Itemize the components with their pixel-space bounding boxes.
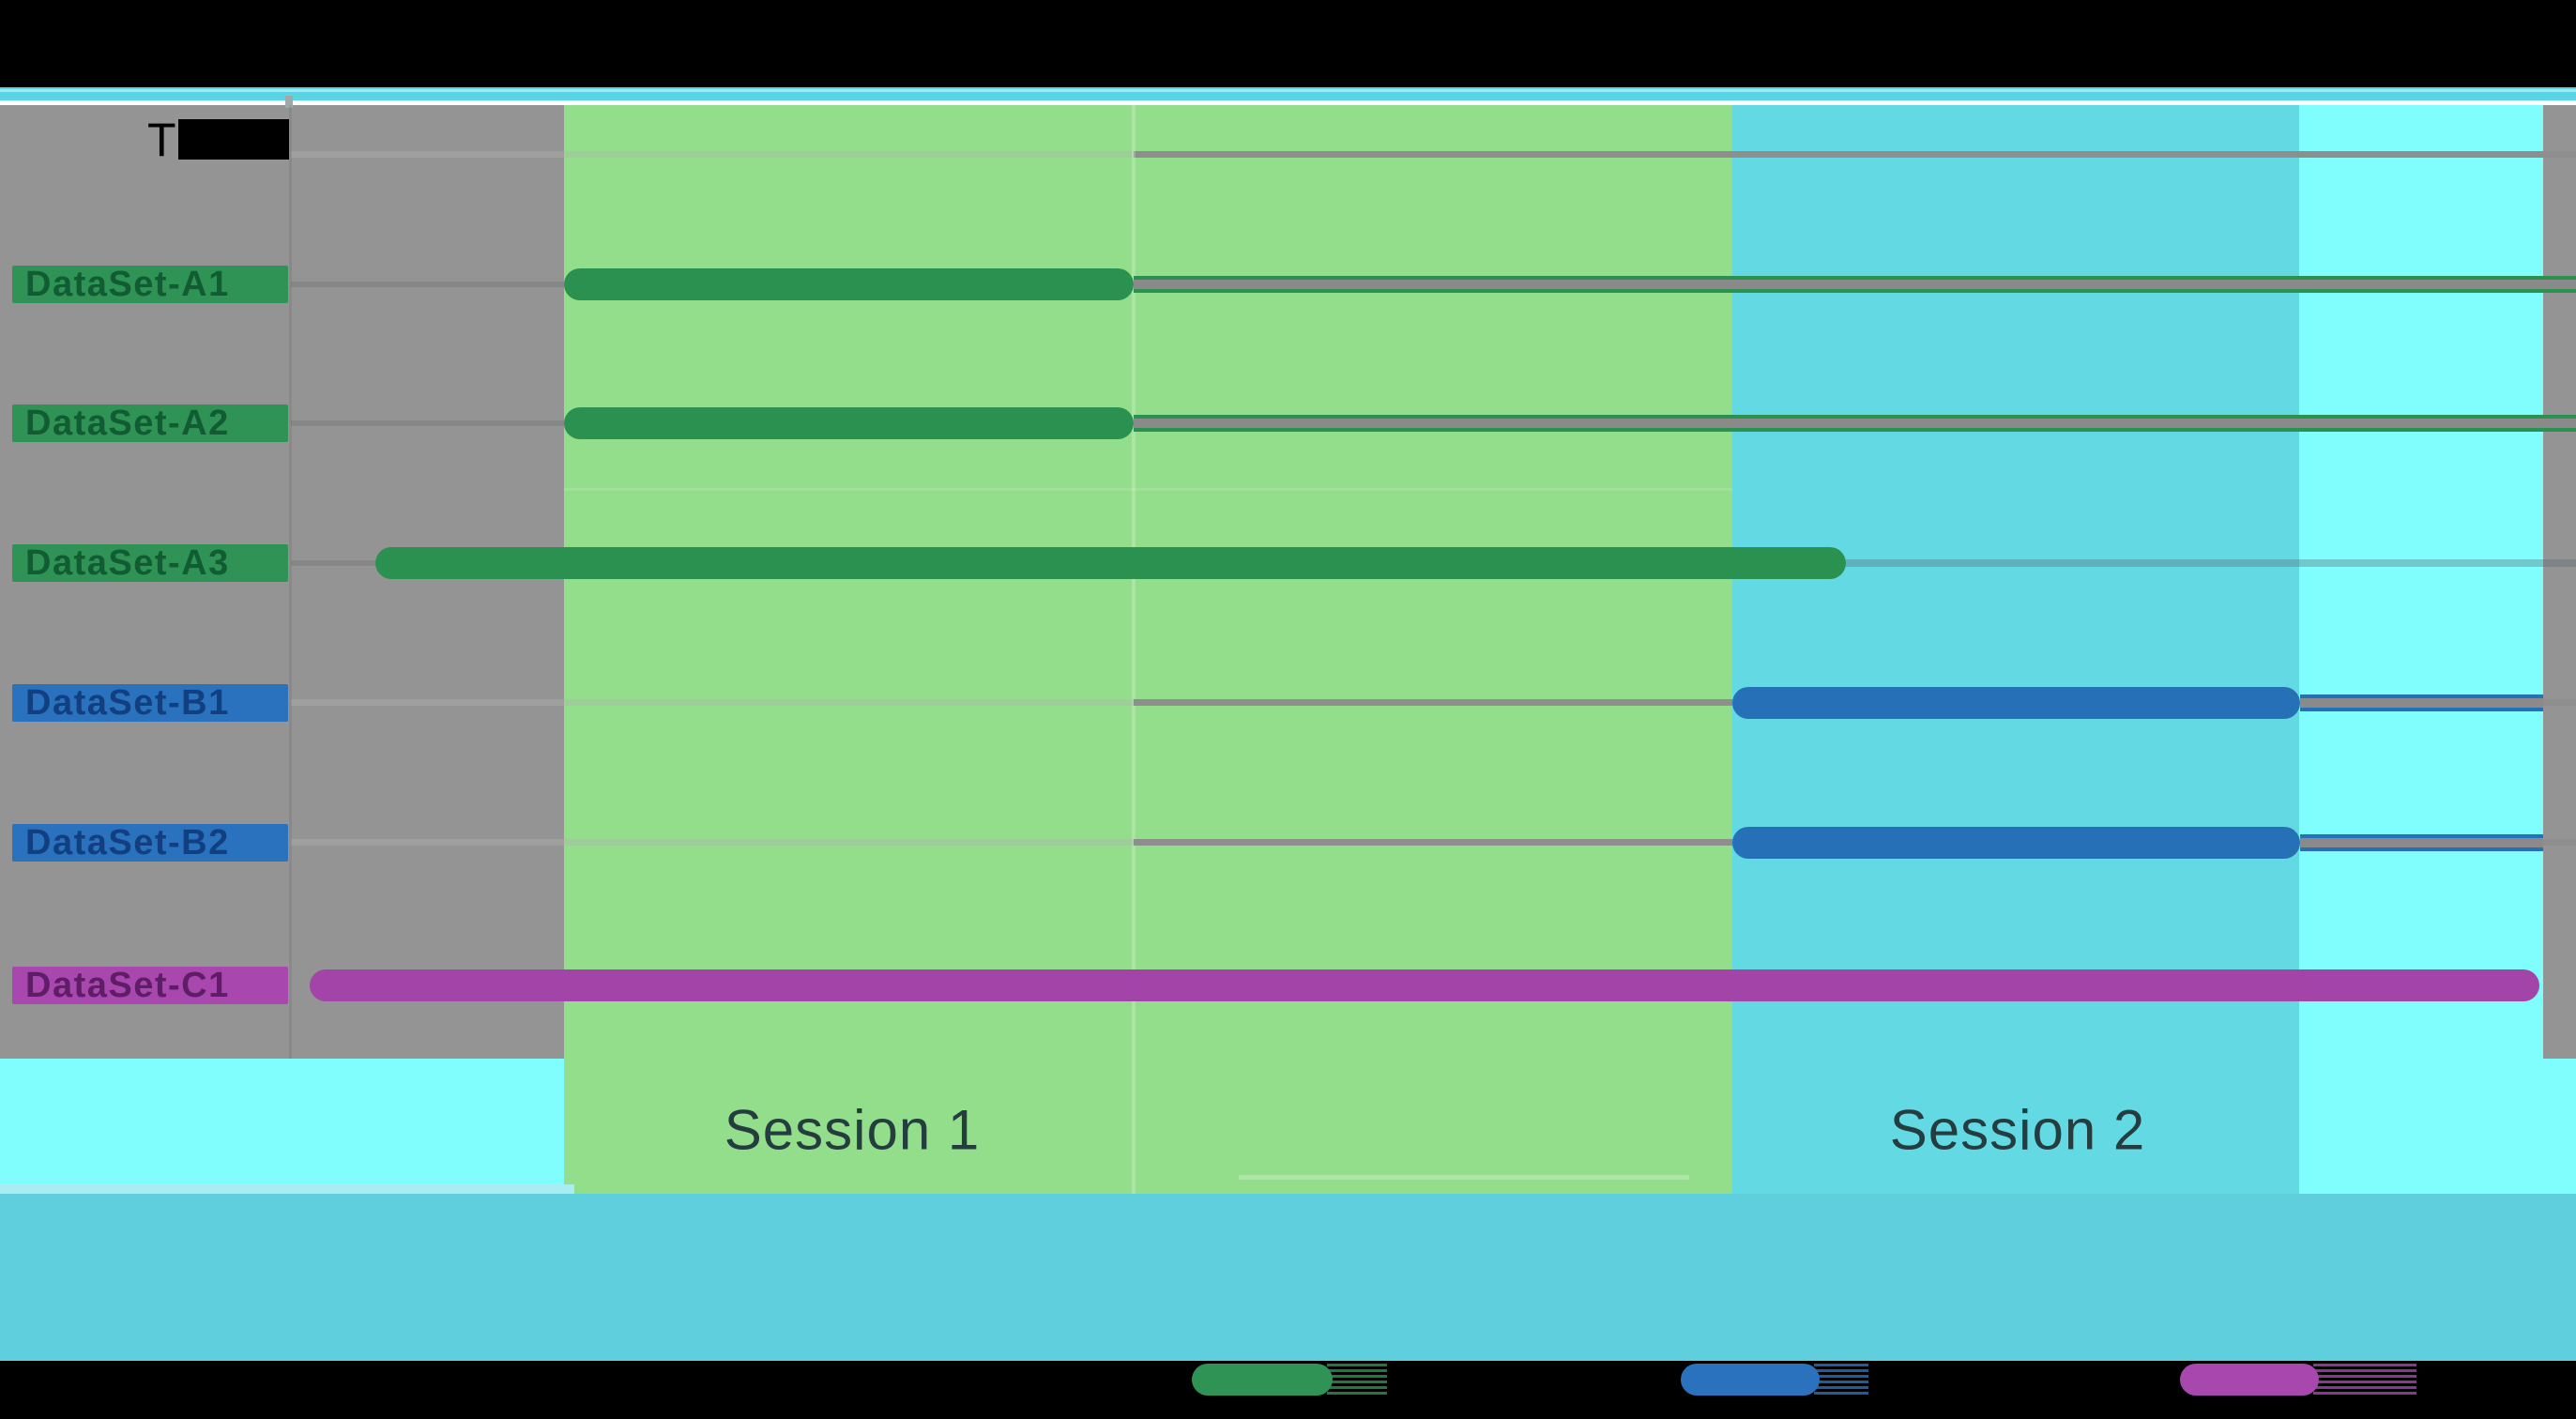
row-line-segment <box>291 420 564 426</box>
chart-title-text: T <box>147 114 176 166</box>
task-chip-label: DataSet-A1 <box>25 264 230 304</box>
bottom-cyan-band <box>0 1194 2576 1361</box>
chart-title-redaction-box <box>178 119 289 160</box>
row-line-segment <box>2543 839 2576 846</box>
legend-swatch[interactable] <box>1681 1364 1820 1396</box>
row-line-segment <box>291 699 1134 706</box>
task-chip-label: DataSet-B1 <box>25 682 230 723</box>
task-chip[interactable]: DataSet-B1 <box>12 682 288 723</box>
top-white-line <box>0 100 2576 105</box>
legend-swatch[interactable] <box>2180 1364 2319 1396</box>
task-chip[interactable]: DataSet-C1 <box>12 965 288 1005</box>
task-bar[interactable] <box>1732 827 2300 859</box>
session-label: Session 1 <box>724 1098 981 1162</box>
task-chip-label: DataSet-A2 <box>25 403 230 443</box>
after-session-band <box>2299 105 2543 1184</box>
task-chip[interactable]: DataSet-B2 <box>12 822 288 862</box>
vertical-gridline <box>1132 105 1136 1195</box>
task-chip-label: DataSet-C1 <box>25 965 230 1005</box>
row-line-segment <box>291 151 1134 158</box>
row-line-segment <box>291 560 375 566</box>
task-chip[interactable]: DataSet-A1 <box>12 264 288 304</box>
task-bar[interactable] <box>310 969 2539 1001</box>
session-label: Session 2 <box>1889 1098 2146 1162</box>
row-line-segment <box>291 282 564 287</box>
task-chip-label: DataSet-A3 <box>25 542 230 583</box>
legend-swatch[interactable] <box>1192 1364 1333 1396</box>
row-line-segment <box>2300 834 2543 851</box>
legend-swatch-glitch-tail <box>2313 1364 2416 1396</box>
task-chip[interactable]: DataSet-A3 <box>12 542 288 583</box>
row-line-segment <box>2543 699 2576 706</box>
task-bar[interactable] <box>375 547 1846 579</box>
legend-swatch-glitch-tail <box>1327 1364 1387 1396</box>
row-line-segment <box>1134 151 2576 158</box>
axis-tick <box>285 96 293 108</box>
session-band-2 <box>1732 105 2299 1195</box>
row-line-segment <box>1846 559 2576 567</box>
row-line-segment <box>1134 415 2576 432</box>
row-line-segment <box>291 839 1134 846</box>
label-column-separator <box>289 105 292 1059</box>
task-bar[interactable] <box>564 407 1134 439</box>
task-chip-label: DataSet-B2 <box>25 822 230 862</box>
task-bar[interactable] <box>564 268 1134 300</box>
row-line-segment <box>1134 276 2576 293</box>
row-line-segment <box>1134 839 1732 846</box>
task-chip[interactable]: DataSet-A2 <box>12 403 288 443</box>
row-line-segment <box>2300 694 2543 711</box>
task-bar[interactable] <box>1732 687 2300 719</box>
legend-swatch-glitch-tail <box>1814 1364 1868 1396</box>
row-line-segment <box>1134 699 1732 706</box>
pale-glitch-line <box>0 1184 574 1194</box>
legend <box>0 1361 2576 1419</box>
top-cyan-strip <box>0 87 2576 100</box>
